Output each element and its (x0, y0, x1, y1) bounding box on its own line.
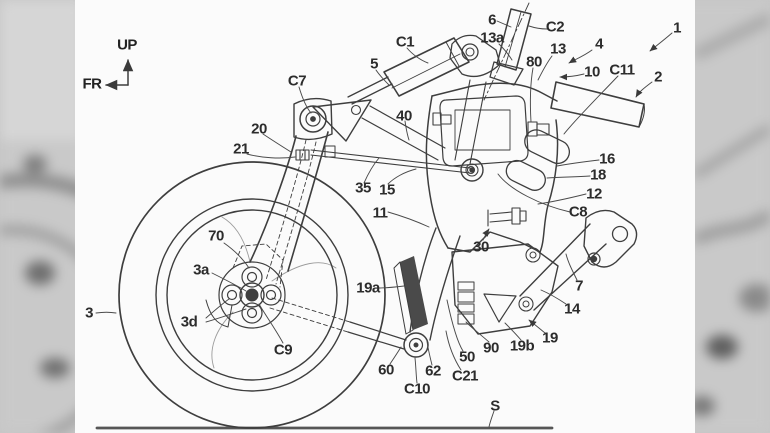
rocker-arm (312, 99, 372, 142)
label-80: 80 (526, 53, 542, 71)
label-c10: C10 (403, 380, 431, 398)
lower-arm (269, 297, 407, 350)
bracket-19 (451, 243, 559, 335)
label-13a: 13a (480, 29, 504, 47)
label-19b: 19b (509, 337, 535, 355)
frame-tube (505, 81, 645, 191)
label-s: S (490, 397, 500, 415)
label-c9: C9 (273, 341, 293, 359)
label-c7: C7 (287, 72, 307, 90)
label-35: 35 (355, 179, 371, 197)
label-70: 70 (208, 227, 224, 245)
label-30: 30 (473, 238, 489, 256)
label-c8: C8 (568, 203, 588, 221)
label-2: 2 (654, 68, 662, 86)
label-19a: 19a (356, 279, 380, 297)
label-19: 19 (542, 329, 558, 347)
label-3d: 3d (180, 313, 198, 331)
label-10: 10 (584, 63, 600, 81)
label-5: 5 (370, 55, 378, 73)
stack-90 (457, 281, 475, 325)
label-15: 15 (379, 181, 395, 199)
label-62: 62 (425, 362, 441, 380)
hex-bolt-right (527, 121, 550, 137)
shock-absorber (347, 37, 479, 105)
label-up: UP (117, 36, 137, 54)
steering-nut (295, 149, 310, 161)
label-16: 16 (599, 150, 615, 168)
top-bracket (431, 34, 558, 165)
label-4: 4 (595, 35, 603, 53)
link-7 (519, 209, 638, 311)
body-pivot-bolt (460, 158, 484, 182)
hex-bolt-left (432, 112, 452, 126)
label-6: 6 (488, 11, 496, 29)
label-20: 20 (251, 120, 267, 138)
wheel-spokes (211, 216, 337, 369)
label-7: 7 (575, 277, 583, 295)
label-3a: 3a (193, 261, 209, 279)
label-60: 60 (378, 361, 394, 379)
label-18: 18 (590, 166, 606, 184)
label-40: 40 (396, 107, 412, 125)
label-12: 12 (586, 185, 602, 203)
front-wheel (118, 161, 386, 429)
label-11: 11 (372, 204, 388, 222)
adjuster-bolt-30 (487, 207, 527, 227)
label-c2: C2 (545, 18, 565, 36)
hub-bolts (221, 266, 282, 324)
label-21: 21 (233, 140, 249, 158)
label-c1: C1 (395, 33, 415, 51)
label-3: 3 (85, 304, 93, 322)
upper-arm (361, 105, 446, 161)
label-fr: FR (82, 75, 103, 93)
fork-pivot-c7 (299, 105, 327, 133)
label-90: 90 (483, 339, 499, 357)
label-c21: C21 (451, 367, 479, 385)
label-14: 14 (564, 300, 580, 318)
lower-knuckle (393, 227, 475, 358)
label-c11: C11 (609, 61, 635, 79)
label-13: 13 (550, 40, 566, 58)
label-1: 1 (673, 19, 681, 37)
label-50: 50 (459, 348, 475, 366)
leader-lines (95, 20, 673, 428)
hub-carrier-hidden (232, 243, 284, 288)
tie-rod (310, 145, 476, 175)
direction-arrows (105, 59, 134, 91)
